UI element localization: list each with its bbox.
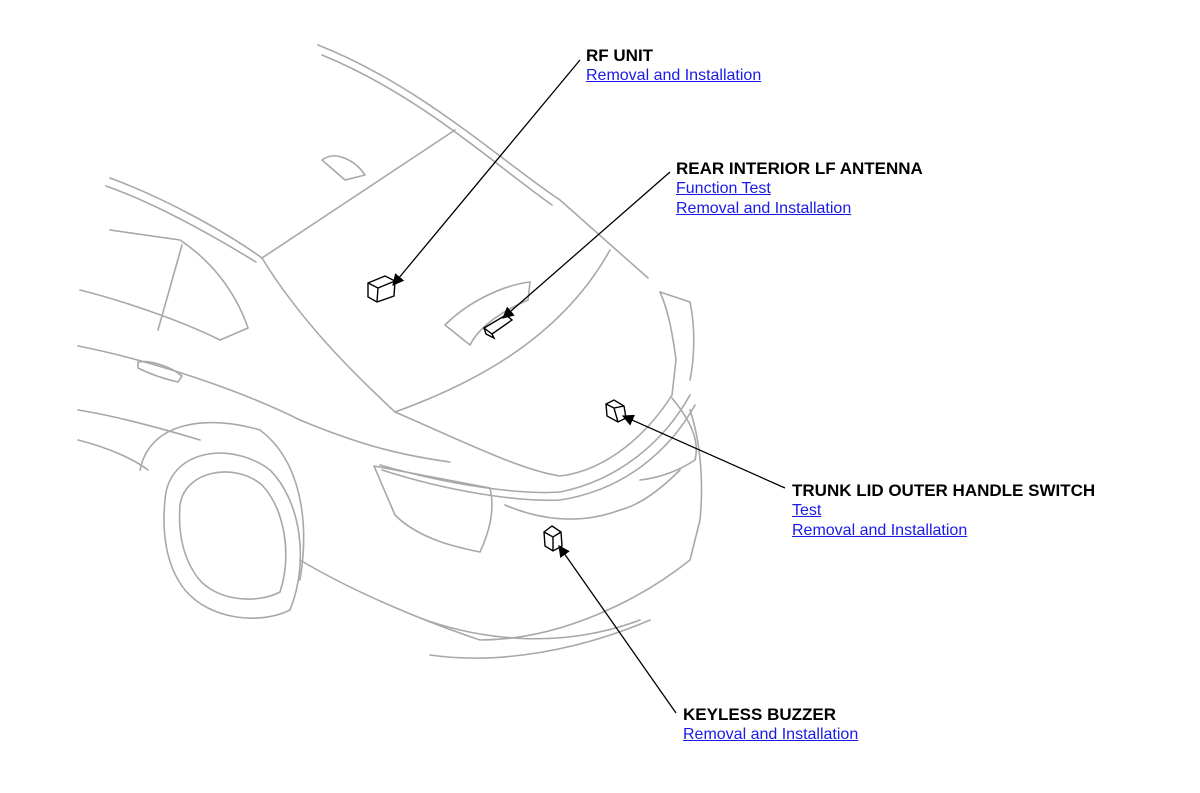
rear-interior-lf-antenna-leader — [502, 171, 671, 319]
keyless-buzzer-callout: KEYLESS BUZZER Removal and Installation — [683, 705, 858, 745]
car-outline — [77, 44, 703, 659]
keyless-buzzer-removal-link[interactable]: Removal and Installation — [683, 726, 859, 743]
trunk-lid-outer-handle-switch-callout: TRUNK LID OUTER HANDLE SWITCH Test Remov… — [792, 481, 1095, 541]
keyless-buzzer-leader — [558, 545, 677, 714]
rear-interior-lf-antenna-removal-link[interactable]: Removal and Installation — [676, 200, 852, 217]
trunk-lid-outer-handle-switch-part — [605, 399, 627, 423]
rf-unit-callout: RF UNIT Removal and Installation — [586, 46, 761, 86]
rear-interior-lf-antenna-function-test-link[interactable]: Function Test — [676, 180, 771, 197]
trunk-lid-outer-handle-switch-test-link[interactable]: Test — [792, 502, 822, 519]
keyless-buzzer-title: KEYLESS BUZZER — [683, 705, 837, 724]
rear-interior-lf-antenna-callout: REAR INTERIOR LF ANTENNA Function Test R… — [676, 159, 923, 219]
rf-unit-part — [367, 275, 396, 303]
trunk-lid-outer-handle-switch-removal-link[interactable]: Removal and Installation — [792, 522, 968, 539]
rf-unit-title: RF UNIT — [586, 46, 654, 65]
leader-lines — [392, 59, 786, 714]
trunk-lid-outer-handle-switch-title: TRUNK LID OUTER HANDLE SWITCH — [792, 481, 1096, 500]
trunk-lid-outer-handle-switch-leader — [621, 414, 786, 489]
rear-interior-lf-antenna-part — [482, 314, 514, 340]
rear-interior-lf-antenna-title: REAR INTERIOR LF ANTENNA — [676, 159, 923, 178]
rf-unit-removal-link[interactable]: Removal and Installation — [586, 67, 762, 84]
rf-unit-leader — [392, 59, 581, 286]
